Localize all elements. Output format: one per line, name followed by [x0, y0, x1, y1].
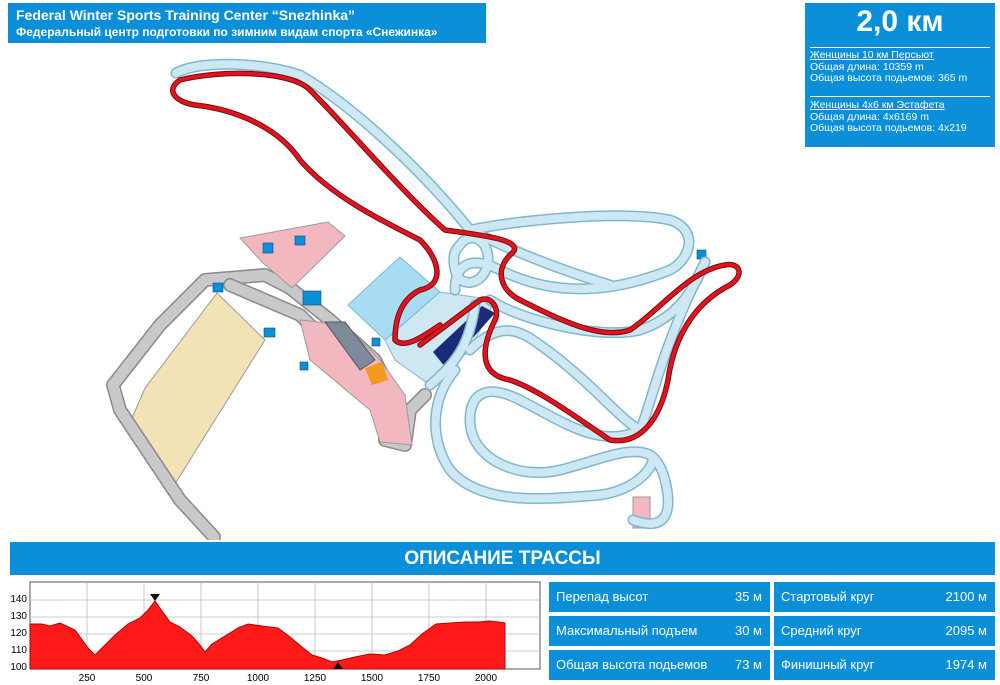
divider	[810, 47, 990, 48]
x-tick-label: 1500	[361, 673, 384, 684]
event-1-climb: Общая высота подьемов: 365 m	[810, 72, 968, 84]
event-2-name: Женщины 4х6 км Эстафета	[810, 99, 945, 111]
stat-middle-lap: Средний круг 2095 м	[774, 616, 995, 646]
x-tick-label: 2000	[475, 673, 498, 684]
stat-value: 30 м	[734, 623, 762, 638]
description-title: ОПИСАНИЕ ТРАССЫ	[10, 542, 995, 575]
stat-elevation-difference: Перепад высот 35 м	[549, 582, 770, 612]
stat-max-climb: Максимальный подъем 30 м	[549, 616, 770, 646]
lowpoint-marker	[333, 662, 343, 669]
header-banner: Federal Winter Sports Training Center “S…	[8, 3, 486, 43]
distance-value: 2,0 км	[856, 5, 944, 38]
ski-trails	[170, 58, 711, 530]
stat-value: 35 м	[734, 589, 762, 604]
y-tick-label: 100	[10, 662, 27, 673]
stat-start-lap: Стартовый круг 2100 м	[774, 582, 995, 612]
stat-value: 1974 м	[945, 657, 987, 672]
y-tick-label: 110	[11, 645, 27, 656]
race-route	[170, 70, 742, 444]
x-tick-label: 750	[193, 673, 210, 684]
elevation-profile: 140 130 120 110 100 250 500 750 1000 125…	[10, 581, 541, 684]
event-1-name: Женщины 10 км Персьют	[810, 49, 934, 61]
stat-label: Общая высота подьемов	[556, 657, 708, 672]
y-tick-label: 130	[10, 611, 27, 622]
event-2-info: Женщины 4х6 км Эстафета Общая длина: 4х6…	[810, 99, 967, 135]
divider	[810, 96, 990, 97]
event-1-length: Общая длина: 10359 m	[810, 60, 924, 73]
stat-label: Перепад высот	[556, 589, 649, 604]
x-tick-label: 500	[136, 673, 153, 684]
profile-area	[29, 600, 506, 670]
x-tick-label: 1750	[418, 673, 441, 684]
event-2-climb: Общая высота подьемов: 4х219	[810, 122, 967, 134]
stat-label: Максимальный подъем	[556, 623, 698, 638]
stadium-zone	[239, 221, 346, 289]
stat-label: Стартовый круг	[781, 589, 875, 604]
event-1-info: Женщины 10 км Персьют Общая длина: 10359…	[810, 49, 968, 85]
stat-value: 2095 м	[945, 623, 987, 638]
stat-total-climb: Общая высота подьемов 73 м	[549, 650, 770, 680]
summit-marker	[150, 594, 160, 601]
course-map	[106, 58, 742, 540]
event-2-length: Общая длина: 4х6169 m	[810, 110, 929, 123]
x-tick-label: 1250	[304, 673, 327, 684]
y-tick-label: 140	[10, 594, 27, 605]
distance-info-box: 2,0 км Женщины 10 км Персьют Общая длина…	[805, 3, 995, 147]
title-russian: Федеральный центр подготовки по зимним в…	[16, 25, 438, 39]
stat-label: Финишный круг	[781, 657, 875, 672]
stat-value: 2100 м	[945, 589, 987, 604]
y-tick-label: 120	[10, 628, 27, 639]
x-tick-label: 1000	[247, 673, 270, 684]
x-tick-label: 250	[79, 673, 96, 684]
stat-finish-lap: Финишный круг 1974 м	[774, 650, 995, 680]
title-english: Federal Winter Sports Training Center “S…	[16, 7, 356, 23]
stat-label: Средний круг	[781, 623, 862, 638]
stat-value: 73 м	[734, 657, 762, 672]
